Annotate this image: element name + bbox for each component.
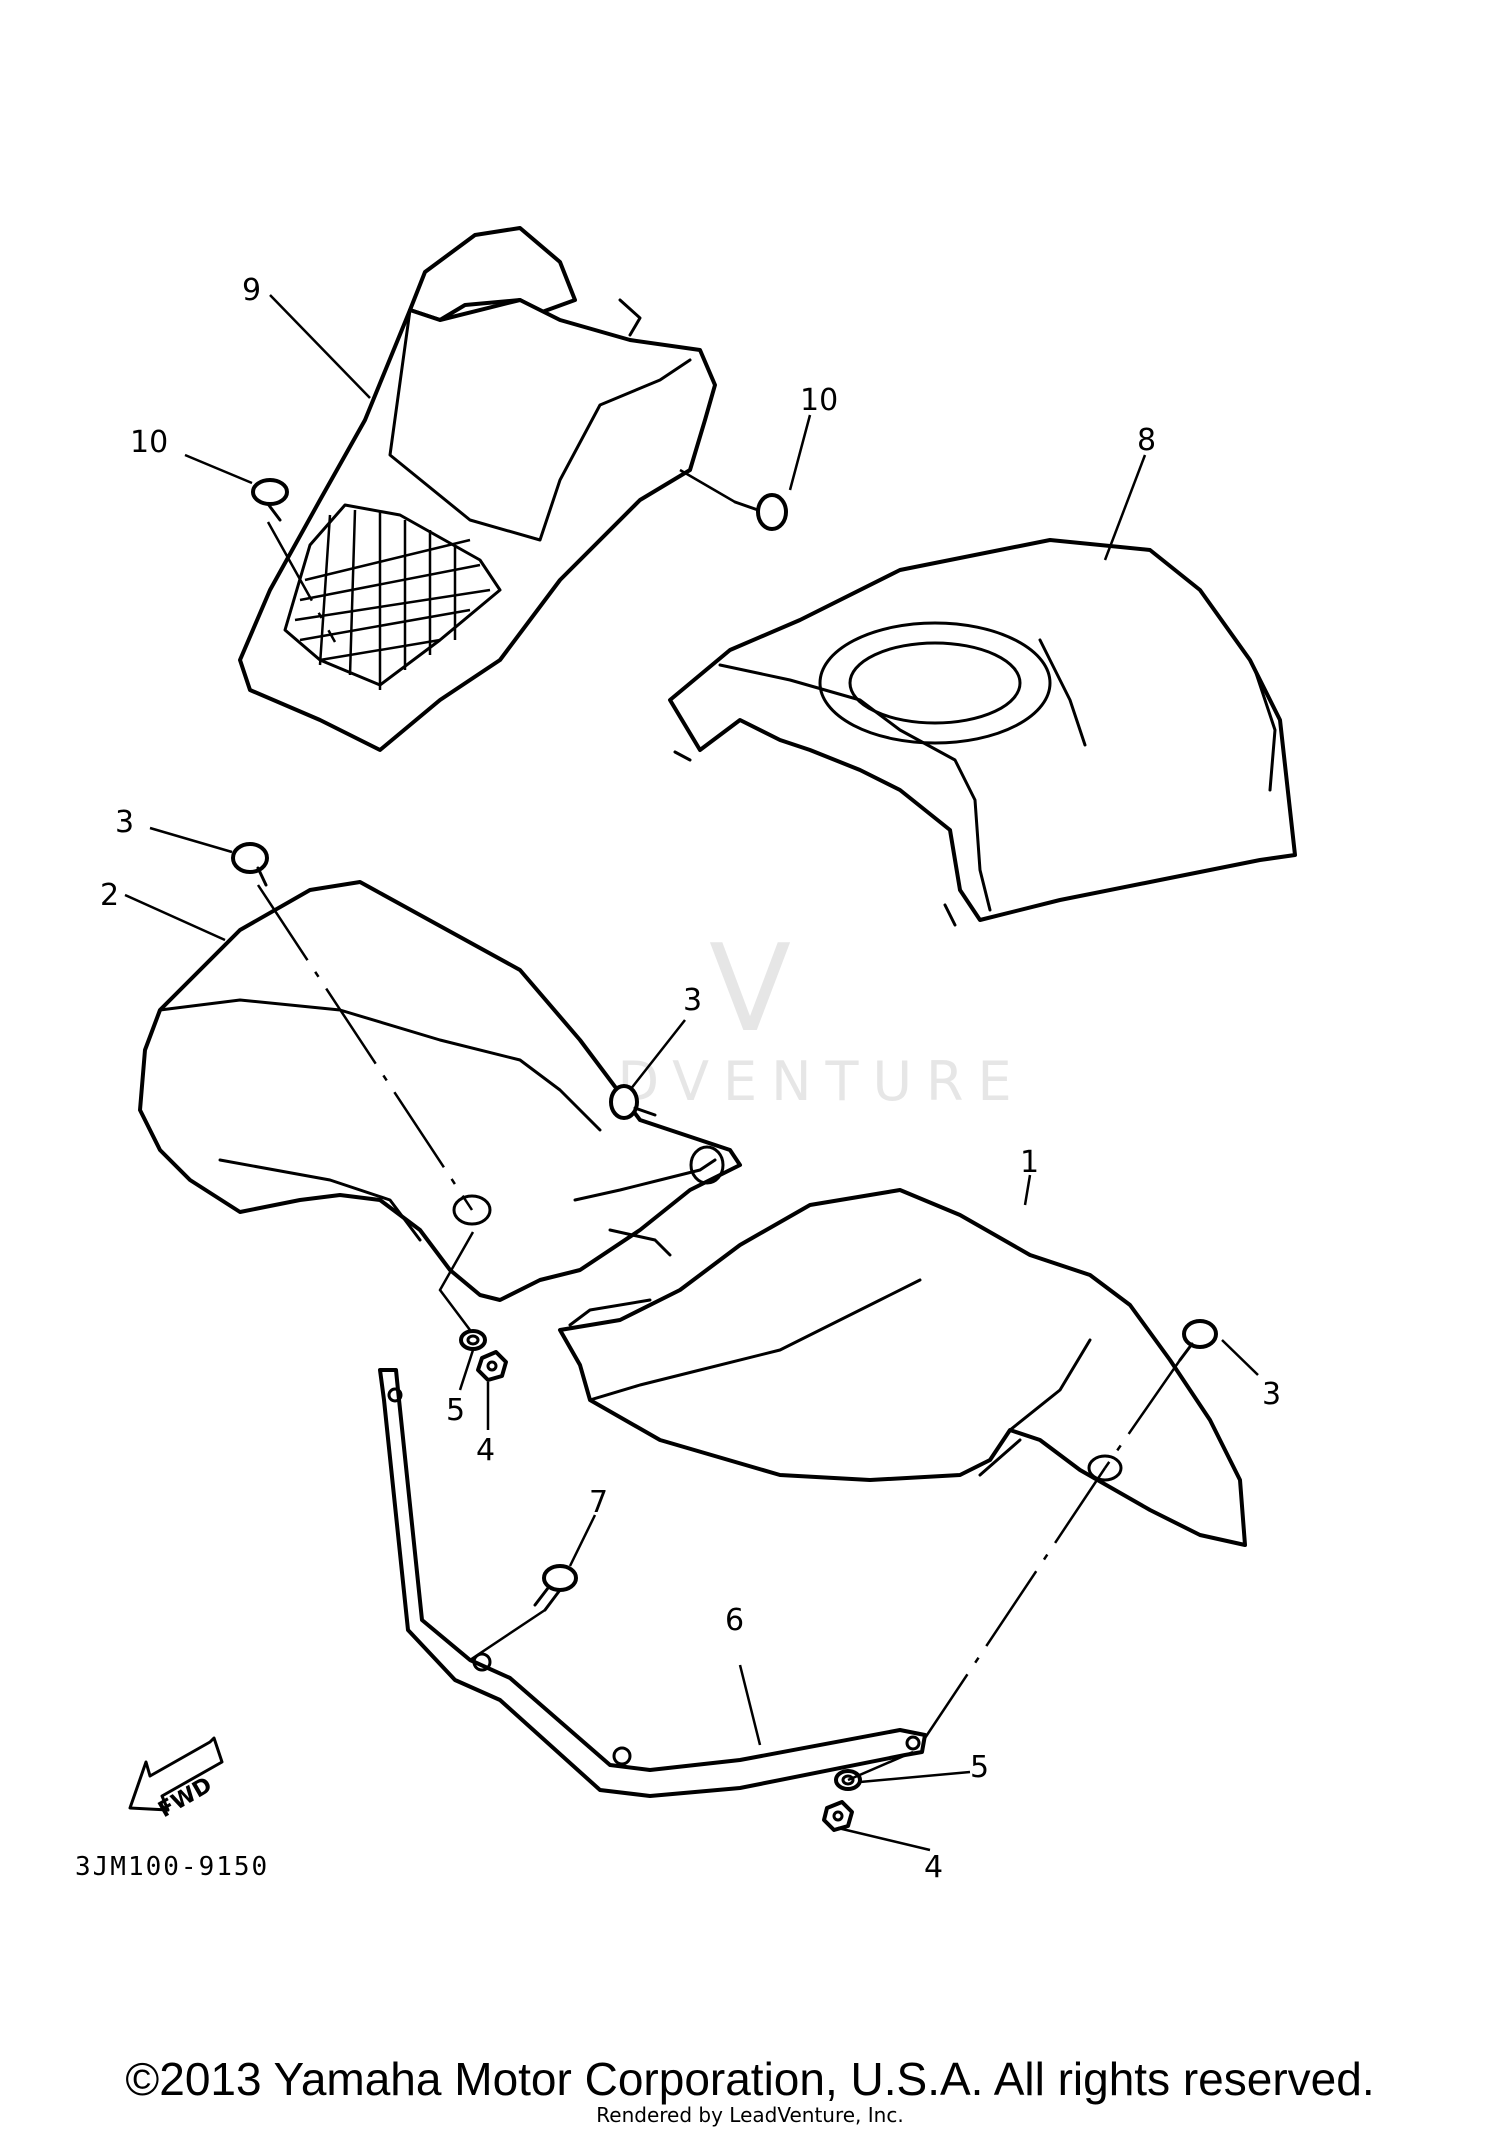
callout-8: 8 (1137, 423, 1156, 458)
part-10-screw-left[interactable] (251, 478, 289, 522)
part-5-washer-right[interactable] (834, 1769, 862, 1791)
callout-5a: 5 (446, 1393, 465, 1428)
part-3-screw-upper-left[interactable] (231, 842, 269, 887)
callout-4a: 4 (476, 1433, 495, 1468)
part-8-tank-cover[interactable] (668, 538, 1297, 927)
callout-3a: 3 (115, 805, 134, 840)
callout-5b: 5 (970, 1750, 989, 1785)
part-4-nut-left[interactable] (476, 1350, 508, 1382)
callout-3c: 3 (1262, 1377, 1281, 1412)
fwd-arrow-icon: FWD (128, 1736, 224, 1823)
copyright-text: ©2013 Yamaha Motor Corporation, U.S.A. A… (125, 2053, 1375, 2105)
callout-6: 6 (725, 1603, 744, 1638)
callout-labels: 1 2 3 3 3 4 4 5 5 6 7 8 9 10 10 (100, 273, 1281, 1885)
callout-10b: 10 (800, 383, 838, 418)
part-4-nut-right[interactable] (822, 1800, 854, 1832)
callout-1: 1 (1020, 1145, 1039, 1180)
diagram-code: 3JM100-9150 (75, 1852, 269, 1882)
part-10-screw-right[interactable] (733, 493, 788, 531)
callout-3b: 3 (683, 983, 702, 1018)
part-6-stay[interactable] (378, 1368, 927, 1798)
part-2-front-fender[interactable] (138, 880, 742, 1302)
part-3-screw-right[interactable] (1178, 1319, 1218, 1362)
assembly-lines (256, 468, 1182, 1782)
part-9-front-cover[interactable] (238, 226, 717, 752)
callout-7: 7 (589, 1485, 608, 1520)
part-5-washer-left[interactable] (459, 1329, 487, 1351)
watermark-logo-icon: V (708, 920, 792, 1059)
part-7-bolt[interactable] (533, 1564, 578, 1612)
callout-2: 2 (100, 878, 119, 913)
part-1-rear-fender[interactable] (558, 1188, 1247, 1547)
callout-10a: 10 (130, 425, 168, 460)
callout-4b: 4 (924, 1850, 943, 1885)
callout-9: 9 (242, 273, 261, 308)
part-3-screw-center[interactable] (609, 1084, 657, 1120)
leader-lines (124, 294, 1259, 1852)
rendered-by-text: Rendered by LeadVenture, Inc. (596, 2103, 904, 2127)
